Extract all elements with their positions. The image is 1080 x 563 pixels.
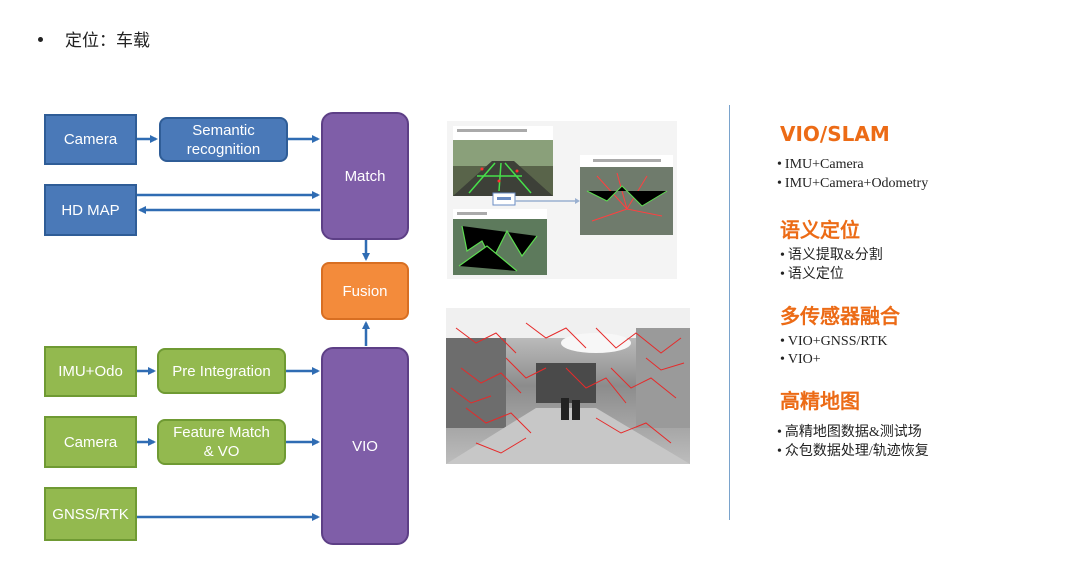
fusion-box: Fusion — [321, 262, 409, 320]
semantic-recognition-box: Semantic recognition — [159, 117, 288, 162]
imu-odo-box: IMU+Odo — [44, 346, 137, 397]
list-item: •IMU+Camera+Odometry — [777, 176, 929, 191]
vio-box: VIO — [321, 347, 409, 545]
hd-map-box: HD MAP — [44, 184, 137, 236]
section-title-semantic: 语义定位 — [780, 218, 860, 242]
bullet-icon — [38, 37, 43, 43]
section-title-hd-map: 高精地图 — [780, 389, 860, 413]
list-item: •VIO+GNSS/RTK — [780, 334, 888, 349]
vio-feature-tracking-image — [446, 308, 690, 464]
section-title-fusion: 多传感器融合 — [780, 304, 900, 328]
slide-title: 定位：车载 — [38, 26, 150, 51]
camera-box: Camera — [44, 114, 137, 165]
list-item: •IMU+Camera — [777, 157, 864, 172]
feature-match-box: Feature Match & VO — [157, 419, 286, 465]
vertical-divider — [729, 105, 730, 520]
match-box: Match — [321, 112, 409, 240]
semantic-localization-graphic — [453, 126, 673, 275]
section-title-vio-slam: VIO/SLAM — [780, 122, 890, 146]
list-item: •语义定位 — [780, 267, 844, 282]
list-item: •高精地图数据&测试场 — [777, 425, 922, 440]
list-item: •众包数据处理/轨迹恢复 — [777, 444, 929, 459]
camera2-box: Camera — [44, 416, 137, 468]
list-item: •VIO+ — [780, 352, 821, 367]
pre-integration-box: Pre Integration — [157, 348, 286, 394]
list-item: •语义提取&分割 — [780, 248, 883, 263]
gnss-rtk-box: GNSS/RTK — [44, 487, 137, 541]
vio-feature-tracking-graphic — [446, 308, 690, 464]
semantic-localization-image — [447, 121, 677, 279]
slide-title-text: 定位：车载 — [65, 31, 150, 50]
